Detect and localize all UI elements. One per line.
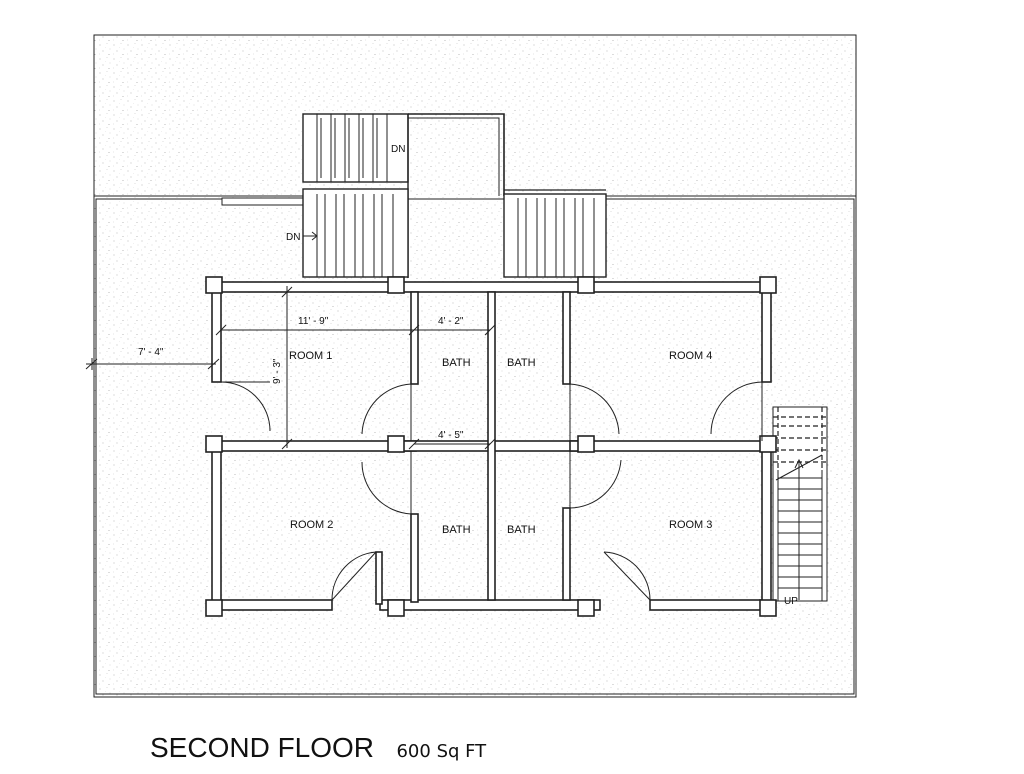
room-3-label: ROOM 3 <box>669 519 712 531</box>
upper-stair: DN DN <box>286 113 607 278</box>
site-boundary <box>93 34 857 698</box>
bath-width-top-dimension-label: 4' - 2" <box>438 316 464 327</box>
floor-title: SECOND FLOOR <box>150 732 375 763</box>
bath-2-label: BATH <box>507 357 536 369</box>
right-stair-up-label: UP <box>784 596 798 607</box>
right-exterior-stair: UP <box>772 406 828 607</box>
building-walls <box>211 281 772 611</box>
upper-stair-dn-label: DN <box>391 144 405 155</box>
structural-columns <box>205 276 777 617</box>
bath-3-label: BATH <box>442 524 471 536</box>
door-swings <box>220 381 763 601</box>
floor-area: 600 Sq FT <box>396 741 487 762</box>
dimension-lines <box>85 286 496 450</box>
room-labels: ROOM 1 ROOM 2 ROOM 3 ROOM 4 BATH BATH BA… <box>289 350 712 536</box>
room-1-width-dimension-label: 11' - 9" <box>298 316 329 327</box>
bath-width-mid-dimension-label: 4' - 5" <box>438 430 464 441</box>
room-1-depth-dimension-label: 9' - 3" <box>272 358 283 384</box>
room-2-label: ROOM 2 <box>290 519 333 531</box>
setback-dimension-label: 7' - 4" <box>138 347 164 358</box>
dimension-labels: 7' - 4" 11' - 9" 4' - 2" 4' - 5" 9' - 3" <box>138 316 464 441</box>
bath-4-label: BATH <box>507 524 536 536</box>
room-4-label: ROOM 4 <box>669 350 712 362</box>
room-1-label: ROOM 1 <box>289 350 332 362</box>
drawing-caption: SECOND FLOOR 600 Sq FT <box>150 732 486 764</box>
left-stair-dn-label: DN <box>286 232 300 243</box>
bath-1-label: BATH <box>442 357 471 369</box>
